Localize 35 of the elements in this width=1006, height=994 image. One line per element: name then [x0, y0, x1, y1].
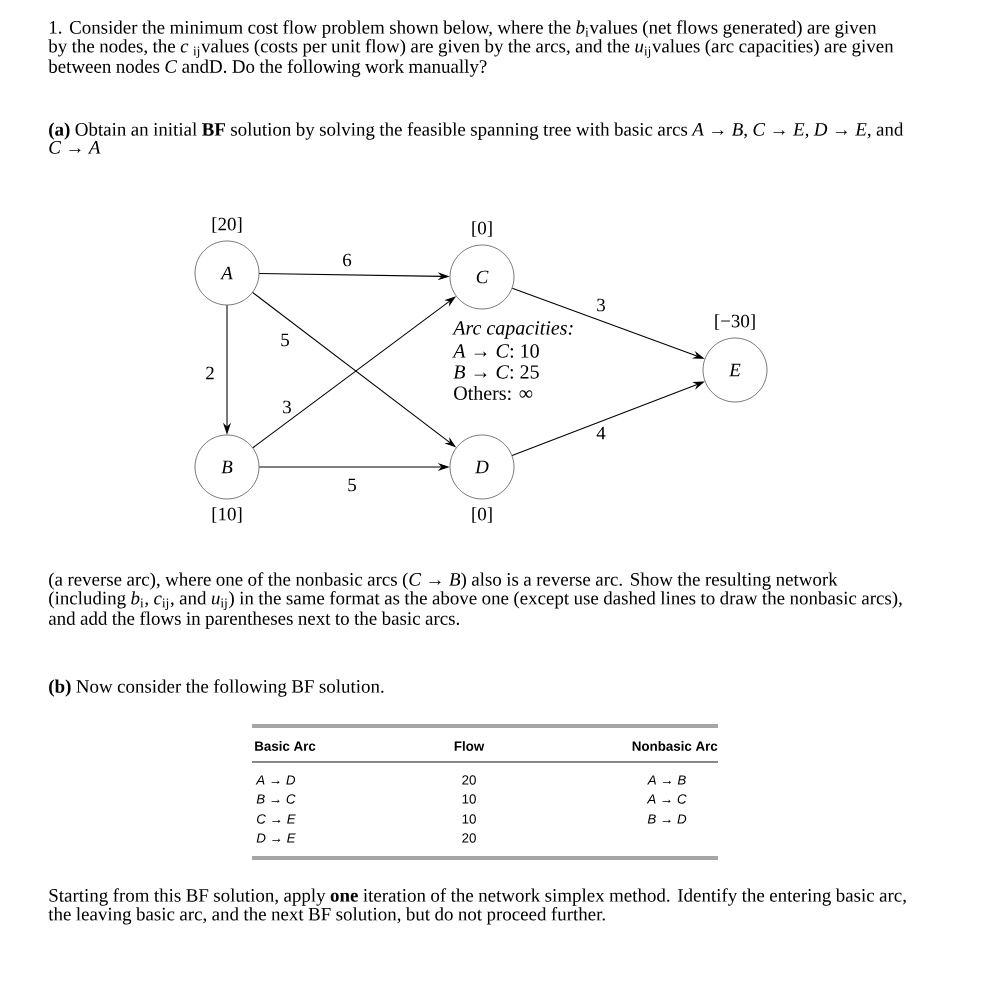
table-cell: A → B [647, 775, 686, 785]
edge-label: 5 [278, 332, 292, 348]
column-header: Basic Arc [255, 741, 316, 751]
paragraph: Starting from this BF solution, apply one iteration of the network simplex method. Identify the entering basic arc, the leaving basic arc, and the next BF solution, but do not proceed further. [48, 888, 906, 925]
table-cell: 10 [462, 814, 476, 824]
column-header: Nonbasic Arc [632, 741, 718, 751]
note-text: A → C: 10 [452, 344, 539, 358]
table-cell: A → D [255, 775, 296, 785]
table-cell: 10 [462, 794, 476, 804]
edge-label: 5 [345, 477, 359, 493]
paragraph: 1. Consider the minimum cost flow problem shown below, where the b$_{i}$values (net flows generated) are given by the nodes, the c $_{ij}$values (costs per unit flow) are given by the arcs, and the u$_{ij}$values (arc capacities) are given between nodes C andD. Do the following work manually? [48, 20, 894, 77]
note-text: B → C: 25 [453, 365, 539, 379]
note-text: Others: ∞ [454, 385, 533, 401]
table-cell: A → C [646, 794, 687, 804]
supply-label: [0] [472, 507, 492, 523]
table-cell: B → D [647, 814, 687, 824]
edge-label: 4 [594, 425, 608, 441]
column-header: Flow [454, 741, 485, 751]
paragraph: (a) Obtain an initial BF solution by solving the feasible spanning tree with basic arcs A → B, C → E, D → E, and C → A [49, 122, 904, 154]
table-cell: 20 [462, 833, 476, 843]
paragraph: (b) Now consider the following BF solution. [49, 679, 384, 697]
edge-label: 3 [280, 399, 294, 415]
edge-label: 6 [340, 252, 354, 268]
table-cell: B → C [256, 794, 296, 804]
note-text: Arc capacities: [452, 321, 573, 339]
edge-label: 2 [203, 365, 217, 381]
table-cell: C → E [257, 814, 296, 824]
paragraph: (a reverse arc), where one of the nonbasic arcs (C → B) also is a reverse arc. Show the resulting network (including b$_{i}$, c$_{ij}$, and u$_{ij}$) in the same format as the above one (except use dashed lines to draw the nonbasic arcs), and add the flows in parentheses next to the basic arcs. [48, 572, 902, 629]
supply-label: [20] [212, 217, 242, 233]
supply-label: [10] [212, 507, 242, 523]
table-cell: 20 [462, 775, 476, 785]
supply-label: [−30] [715, 314, 755, 330]
supply-label: [0] [472, 221, 492, 237]
table-cell: D → E [256, 833, 296, 843]
edge-label: 3 [594, 297, 608, 313]
